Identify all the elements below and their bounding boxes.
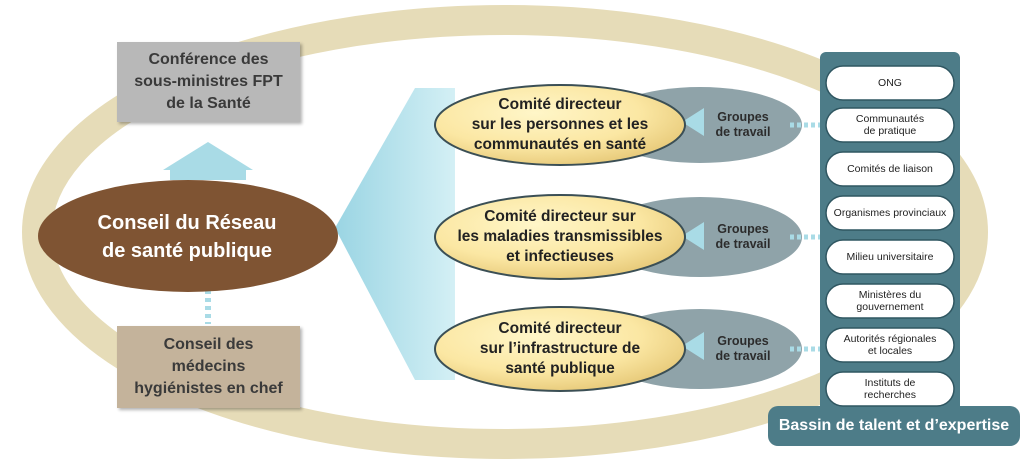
up-arrow-stem [170, 170, 246, 180]
committee-ellipse-1 [434, 84, 686, 166]
pool-pill [825, 107, 955, 143]
groups-label-1: Groupes de travail [715, 110, 771, 139]
up-arrow [163, 142, 253, 170]
fpt-conference-box: Conférence des sous-ministres FPT de la … [117, 42, 300, 122]
pool-item-research: Instituts de recherches [864, 377, 916, 401]
pool-pill [825, 239, 955, 275]
pool-item-ong: ONG [878, 77, 902, 89]
pool-pill [825, 371, 955, 407]
pool-pill [825, 195, 955, 231]
pool-pill [825, 283, 955, 319]
groups-label-2: Groupes de travail [715, 222, 771, 251]
pool-item-communities: Communautés de pratique [855, 113, 925, 137]
pool-pill [825, 151, 955, 187]
pool-item-provincial: Organismes provinciaux [833, 207, 947, 219]
groups-arrow-2 [682, 222, 704, 250]
council-ellipse [38, 180, 338, 292]
pool-pill [825, 65, 955, 101]
committee-label-2: Comité directeur sur les maladies transm… [457, 208, 663, 265]
pool-pills [825, 65, 955, 407]
groups-label-3: Groupes de travail [715, 334, 771, 363]
pool-item-ministries: Ministères du gouvernement [856, 289, 924, 313]
pool-item-academia: Milieu universitaire [846, 251, 934, 263]
pool-title: Bassin de talent et d’expertise [778, 417, 1010, 434]
background-ring [22, 5, 988, 459]
committee-label-1: Comité directeur sur les personnes et le… [471, 96, 649, 153]
fan-cone [335, 88, 455, 380]
pool-item-liaison: Comités de liaison [847, 163, 933, 175]
pool-item-authorities: Autorités régionales et locales [843, 333, 937, 357]
council-label: Conseil du Réseau de santé publique [97, 212, 277, 262]
groups-arrow-1 [682, 108, 704, 136]
pool-base [768, 406, 1020, 446]
medical-officers-box: Conseil des médecins hygiénistes en chef [117, 326, 300, 408]
committee-ellipse-3 [434, 306, 686, 392]
pool-pill [825, 327, 955, 363]
committee-label-3: Comité directeur sur l’infrastructure de… [479, 320, 641, 377]
committee-ellipse-2 [434, 194, 686, 280]
groups-arrow-3 [682, 332, 704, 360]
